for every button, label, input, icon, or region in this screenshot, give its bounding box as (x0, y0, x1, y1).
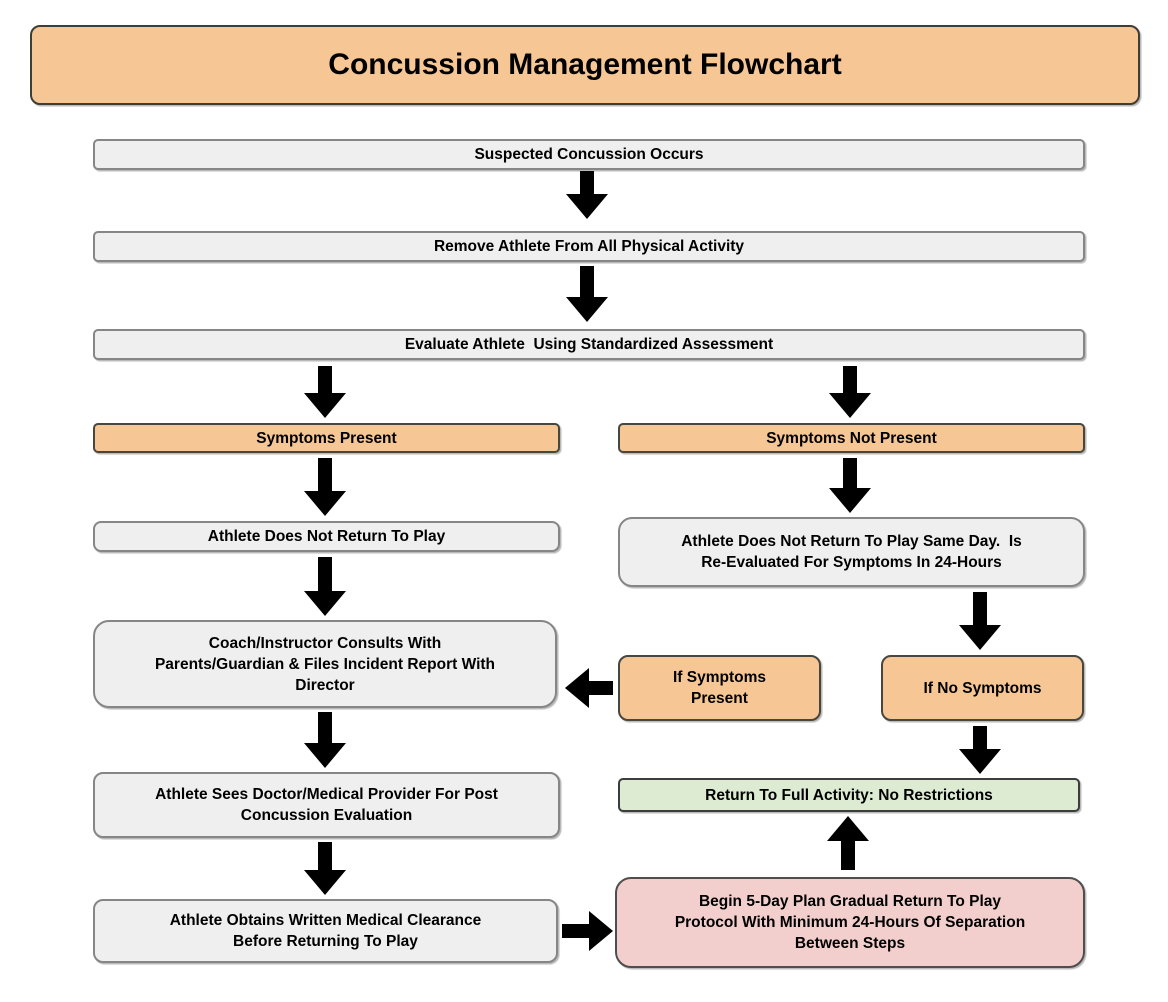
arrow-down-icon (303, 557, 347, 616)
arrow-down-icon (303, 842, 347, 895)
arrow-up-icon (826, 816, 870, 870)
flowchart-title: Concussion Management Flowchart (30, 25, 1140, 105)
branch-symptoms-not-present: Symptoms Not Present (618, 423, 1085, 453)
step-sees-doctor: Athlete Sees Doctor/Medical Provider For… (93, 772, 560, 838)
step-written-clearance: Athlete Obtains Written Medical Clearanc… (93, 899, 558, 963)
step-coach-consults: Coach/Instructor Consults With Parents/G… (93, 620, 557, 708)
condition-if-symptoms-present: If Symptoms Present (618, 655, 821, 721)
arrow-left-icon (565, 668, 613, 708)
step-no-return-to-play: Athlete Does Not Return To Play (93, 521, 560, 552)
arrow-down-icon (828, 366, 872, 418)
arrow-down-icon (303, 458, 347, 516)
step-evaluate-athlete: Evaluate Athlete Using Standardized Asse… (93, 329, 1085, 360)
step-five-day-plan: Begin 5-Day Plan Gradual Return To Play … (615, 877, 1085, 968)
arrow-down-icon (303, 712, 347, 768)
arrow-right-icon (562, 911, 613, 951)
arrow-down-icon (565, 266, 609, 322)
step-no-return-same-day: Athlete Does Not Return To Play Same Day… (618, 517, 1085, 587)
arrow-down-icon (958, 592, 1002, 650)
condition-if-no-symptoms: If No Symptoms (881, 655, 1084, 721)
branch-symptoms-present: Symptoms Present (93, 423, 560, 453)
arrow-down-icon (958, 726, 1002, 774)
step-suspected-concussion: Suspected Concussion Occurs (93, 139, 1085, 170)
arrow-down-icon (303, 366, 347, 418)
arrow-down-icon (828, 458, 872, 513)
step-remove-athlete: Remove Athlete From All Physical Activit… (93, 231, 1085, 262)
step-return-full-activity: Return To Full Activity: No Restrictions (618, 778, 1080, 812)
arrow-down-icon (565, 171, 609, 219)
